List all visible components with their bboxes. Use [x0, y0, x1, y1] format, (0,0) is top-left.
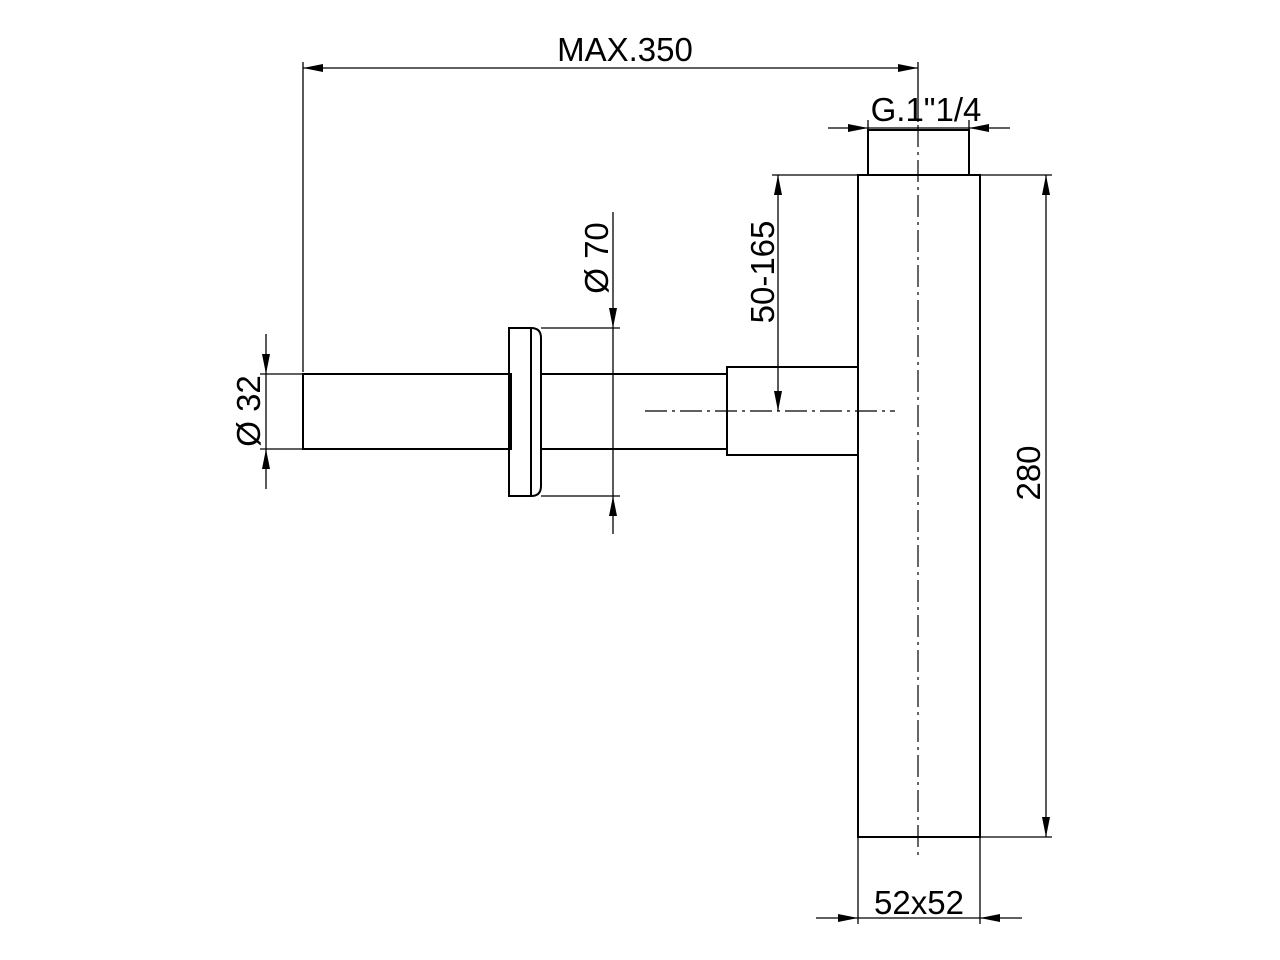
- flange-diameter-label: Ø 70: [578, 222, 615, 294]
- max-length-label: MAX.350: [557, 31, 693, 68]
- wall-pipe: [302, 373, 512, 450]
- dimension-total-height: 280: [980, 174, 1052, 838]
- dimension-pipe-diameter: Ø 32: [230, 334, 303, 489]
- pipe-diameter-label: Ø 32: [230, 375, 267, 447]
- trap-body: [857, 174, 981, 838]
- thread-label: G.1"1/4: [871, 91, 982, 128]
- center-lines: [645, 125, 919, 860]
- dimension-flange-diameter: Ø 70: [541, 212, 620, 534]
- dimension-section: 52x52: [816, 837, 1022, 924]
- siphon-body: [302, 129, 981, 838]
- dimension-adjust-height: 50-165: [744, 174, 858, 411]
- dimension-max-length: MAX.350: [302, 31, 919, 372]
- total-height-label: 280: [1010, 445, 1047, 500]
- adjust-height-label: 50-165: [744, 221, 781, 324]
- section-label: 52x52: [874, 884, 964, 921]
- wall-flange: [508, 327, 542, 497]
- dimension-thread: G.1"1/4: [828, 91, 1010, 132]
